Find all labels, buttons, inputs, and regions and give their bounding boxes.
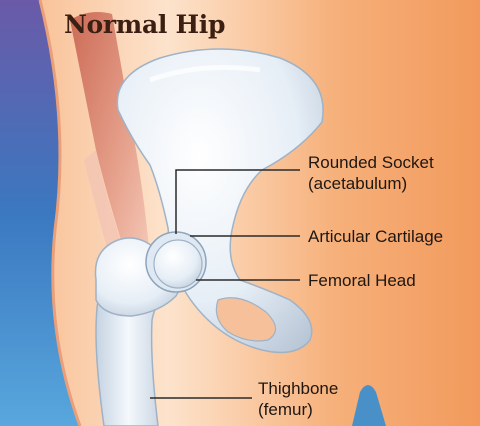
socket-label-line1: Rounded Socket [308, 152, 434, 173]
head-label: Femoral Head [308, 270, 416, 291]
socket-label-line2: (acetabulum) [308, 173, 434, 194]
diagram-title: Normal Hip [64, 10, 225, 39]
thighbone-label-line1: Thighbone [258, 378, 338, 399]
thighbone-label-line2: (femur) [258, 399, 338, 420]
socket-label: Rounded Socket (acetabulum) [308, 152, 434, 194]
cartilage-label: Articular Cartilage [308, 226, 443, 247]
thighbone-label: Thighbone (femur) [258, 378, 338, 420]
femoral-head [154, 240, 202, 288]
